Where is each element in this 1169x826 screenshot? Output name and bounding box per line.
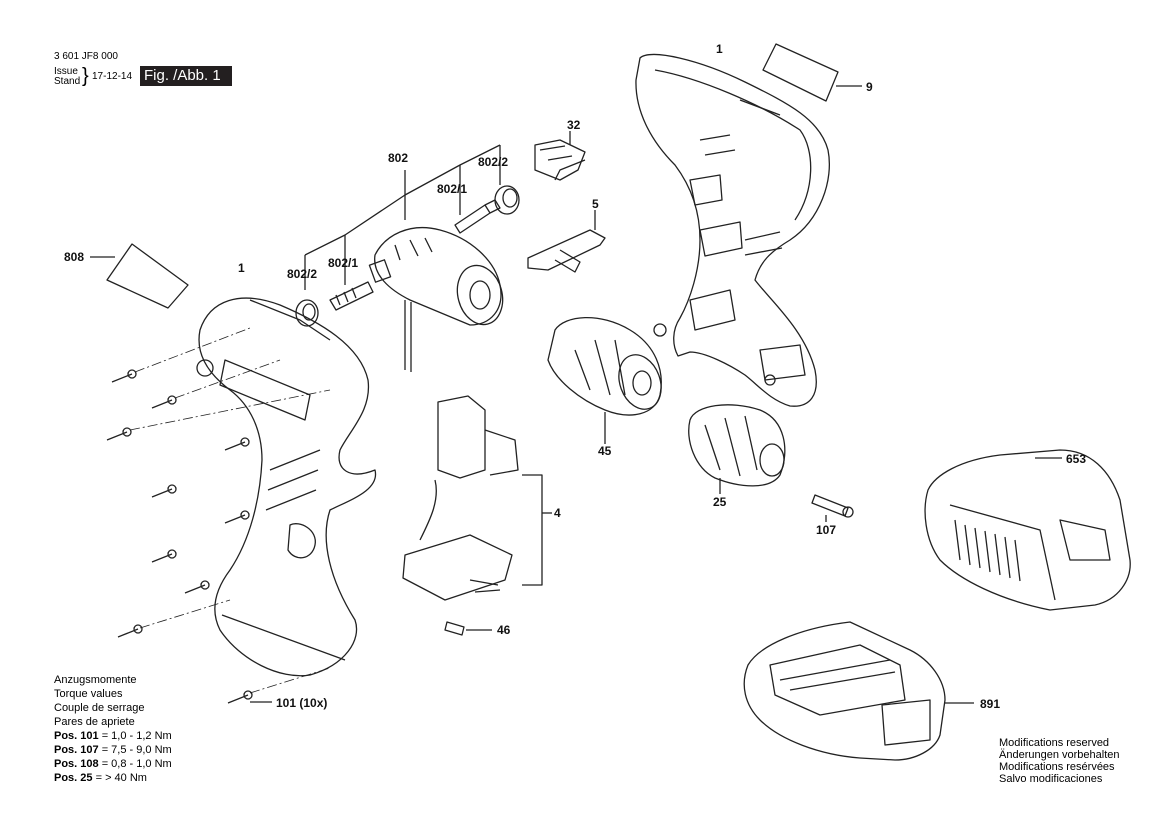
torque-notes: Anzugsmomente Torque values Couple de se… bbox=[54, 673, 172, 785]
part-label-802-1-left: 802/1 bbox=[328, 256, 358, 270]
chuck-25 bbox=[688, 404, 786, 494]
modifications-es: Salvo modificaciones bbox=[999, 773, 1103, 785]
screw-107 bbox=[811, 494, 854, 522]
part-label-891: 891 bbox=[980, 697, 1000, 711]
brush-802-1-top bbox=[454, 199, 501, 234]
issue-date: 17-12-14 bbox=[92, 71, 133, 82]
issue-label: Issue bbox=[54, 66, 78, 77]
part-label-5: 5 bbox=[592, 197, 599, 211]
part-label-653: 653 bbox=[1066, 452, 1086, 466]
label-sticker-808 bbox=[90, 243, 189, 309]
doc-number: 3 601 JF8 000 bbox=[54, 51, 118, 62]
stand-label: Stand bbox=[54, 76, 81, 87]
assembly-center-lines bbox=[129, 327, 331, 694]
part-label-101: 101 (10x) bbox=[276, 696, 327, 710]
motor-callout-bracket bbox=[304, 144, 501, 290]
part-label-25: 25 bbox=[713, 495, 727, 509]
torque-row: Pos. 108 = 0,8 - 1,0 Nm bbox=[54, 758, 172, 770]
part-label-1-left: 1 bbox=[238, 261, 245, 275]
part-label-32: 32 bbox=[567, 118, 581, 132]
gearbox-45 bbox=[547, 316, 662, 444]
charger-653 bbox=[924, 449, 1131, 611]
part-label-45: 45 bbox=[598, 444, 612, 458]
brace-icon: } bbox=[82, 65, 89, 87]
part-label-802-2-left: 802/2 bbox=[287, 267, 317, 281]
switch-4 bbox=[402, 395, 552, 601]
modifications-fr: Modifications resérvées bbox=[999, 761, 1115, 773]
housing-right-shape bbox=[635, 53, 830, 407]
part-label-107: 107 bbox=[816, 523, 836, 537]
direction-slider-5 bbox=[527, 210, 606, 273]
brush-802-1-left bbox=[329, 281, 374, 311]
modifications-notice: Modifications reserved Änderungen vorbeh… bbox=[999, 737, 1119, 785]
part-label-46: 46 bbox=[497, 623, 511, 637]
figure-label: Fig. /Abb. 1 bbox=[140, 66, 232, 86]
modifications-en: Modifications reserved bbox=[999, 737, 1110, 749]
modifications-de: Änderungen vorbehalten bbox=[999, 749, 1120, 761]
brush-holder-802-2-top bbox=[494, 185, 520, 215]
torque-row: Pos. 107 = 7,5 - 9,0 Nm bbox=[54, 744, 172, 756]
screw-46 bbox=[444, 621, 492, 636]
torque-row: Pos. 25 = > 40 Nm bbox=[54, 772, 147, 784]
torque-title-fr: Couple de serrage bbox=[54, 702, 145, 714]
brush-holder-802-2-left bbox=[295, 299, 319, 327]
part-label-9: 9 bbox=[866, 80, 873, 94]
battery-891 bbox=[743, 621, 974, 761]
label-sticker-9 bbox=[762, 43, 862, 102]
torque-title-de: Anzugsmomente bbox=[54, 674, 137, 686]
housing-left-shape bbox=[196, 297, 377, 677]
part-label-802-1-top: 802/1 bbox=[437, 182, 467, 196]
screws-101 bbox=[106, 369, 272, 704]
switch-button-32 bbox=[534, 131, 586, 181]
part-label-802: 802 bbox=[388, 151, 408, 165]
torque-title-es: Pares de apriete bbox=[54, 716, 135, 728]
part-label-4: 4 bbox=[554, 506, 561, 520]
torque-row: Pos. 101 = 1,0 - 1,2 Nm bbox=[54, 730, 172, 742]
torque-title-en: Torque values bbox=[54, 688, 123, 700]
part-label-1-right: 1 bbox=[716, 42, 723, 56]
part-label-808: 808 bbox=[64, 250, 84, 264]
motor-802 bbox=[368, 226, 504, 372]
part-label-802-2-top: 802/2 bbox=[478, 155, 508, 169]
